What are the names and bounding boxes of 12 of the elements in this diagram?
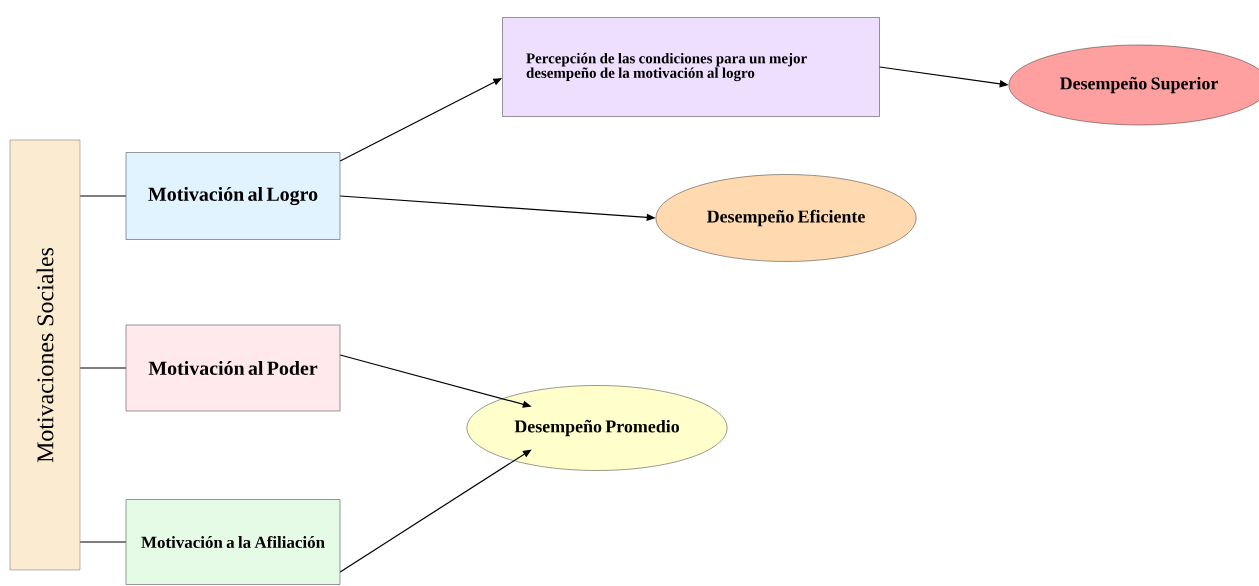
process-box: Motivación al Poder bbox=[125, 324, 341, 412]
ellipse-node: Desempeño Superior bbox=[1008, 44, 1259, 126]
process-box: Percepción de las condiciones para un mejor desempeño de la motivación al logro bbox=[502, 17, 880, 117]
arrow bbox=[339, 449, 532, 573]
process-box: Motivación a la Afiliación bbox=[125, 499, 341, 585]
ellipse-node: Desempeño Promedio bbox=[466, 385, 728, 471]
ellipse-node: Desempeño Eficiente bbox=[655, 174, 917, 262]
connector-line bbox=[79, 195, 127, 197]
connector-line bbox=[79, 367, 127, 369]
band-box: Motivaciones Sociales bbox=[9, 139, 81, 571]
connector-line bbox=[79, 541, 127, 543]
process-box: Motivación al Logro bbox=[125, 152, 341, 240]
